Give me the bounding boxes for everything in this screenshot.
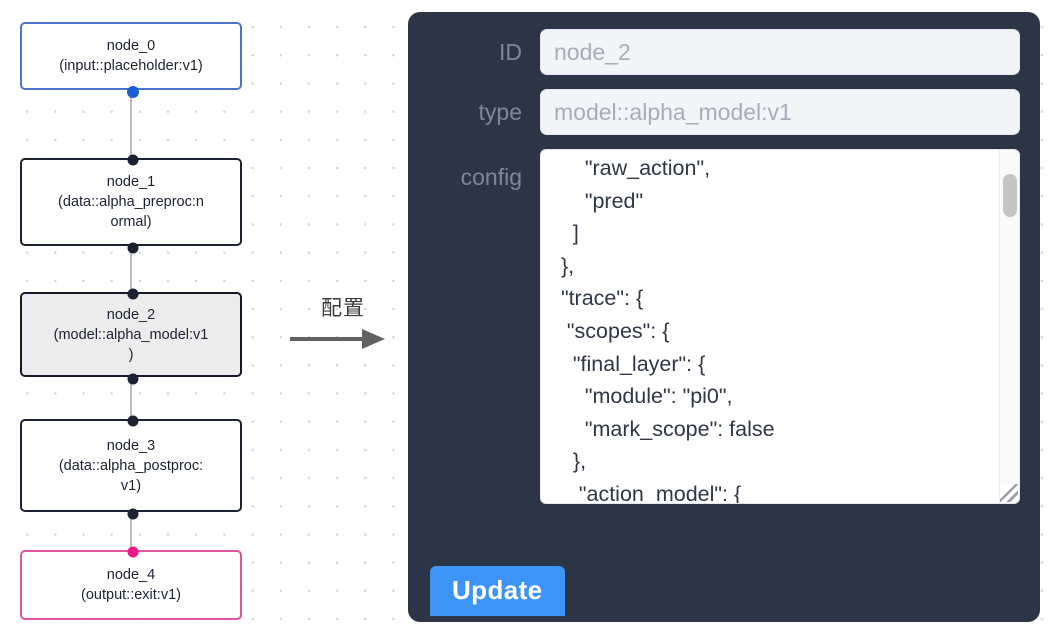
- edge-node3-node4: [130, 512, 132, 550]
- edge-node2-node3: [130, 377, 132, 419]
- node-port-output[interactable]: [127, 242, 139, 254]
- config-textarea-scrollbar[interactable]: [999, 150, 1019, 503]
- graph-node-node_2[interactable]: node_2 (model::alpha_model:v1 ): [20, 288, 242, 385]
- node-port-output[interactable]: [127, 373, 139, 385]
- graph-node-label: node_1 (data::alpha_preproc:n ormal): [58, 174, 204, 230]
- arrow-right-icon: [290, 329, 385, 349]
- config-textarea-scroll-thumb[interactable]: [1003, 174, 1017, 217]
- graph-node-label: node_2 (model::alpha_model:v1 ): [53, 306, 209, 363]
- graph-node-node_1[interactable]: node_1 (data::alpha_preproc:n ormal): [20, 154, 242, 254]
- type-field-label: type: [478, 99, 522, 125]
- node-config-panel: ID node_2 type model::alpha_model:v1 con…: [408, 12, 1040, 622]
- form-row-type: type model::alpha_model:v1: [418, 89, 1030, 135]
- id-input[interactable]: node_2: [540, 29, 1020, 75]
- form-row-config: config "raw_action", "pred" ] }, "trace"…: [418, 149, 1030, 504]
- id-field-label: ID: [499, 39, 522, 65]
- node-port-input[interactable]: [127, 288, 139, 300]
- node-port-input[interactable]: [127, 154, 139, 166]
- node-port-input[interactable]: [127, 546, 139, 558]
- node-port-output[interactable]: [127, 86, 139, 98]
- type-input[interactable]: model::alpha_model:v1: [540, 89, 1020, 135]
- graph-node-node_3[interactable]: node_3 (data::alpha_postproc: v1): [20, 415, 242, 520]
- node-port-output[interactable]: [127, 508, 139, 520]
- edge-node1-node2: [130, 246, 132, 292]
- graph-node-node_4[interactable]: node_4 (output::exit:v1): [20, 546, 242, 620]
- graph-node-node_0[interactable]: node_0 (input::placeholder:v1): [20, 22, 242, 98]
- graph-node-label: node_0 (input::placeholder:v1): [59, 38, 203, 74]
- config-textarea-content[interactable]: "raw_action", "pred" ] }, "trace": { "sc…: [560, 156, 775, 503]
- config-field-label: config: [460, 164, 522, 190]
- flow-caption-text: 配置: [321, 296, 365, 320]
- config-textarea[interactable]: "raw_action", "pred" ] }, "trace": { "sc…: [540, 149, 1020, 504]
- graph-node-label: node_3 (data::alpha_postproc: v1): [58, 437, 204, 494]
- node-port-input[interactable]: [127, 415, 139, 427]
- form-row-id: ID node_2: [418, 29, 1030, 75]
- resize-grip-icon[interactable]: [1000, 484, 1018, 502]
- page-bottom-strip: [0, 628, 1062, 643]
- update-button[interactable]: Update: [430, 566, 565, 616]
- edge-node0-node1: [130, 90, 132, 158]
- graph-node-label: node_4 (output::exit:v1): [81, 567, 181, 603]
- flow-annotation: 配置: [288, 296, 398, 358]
